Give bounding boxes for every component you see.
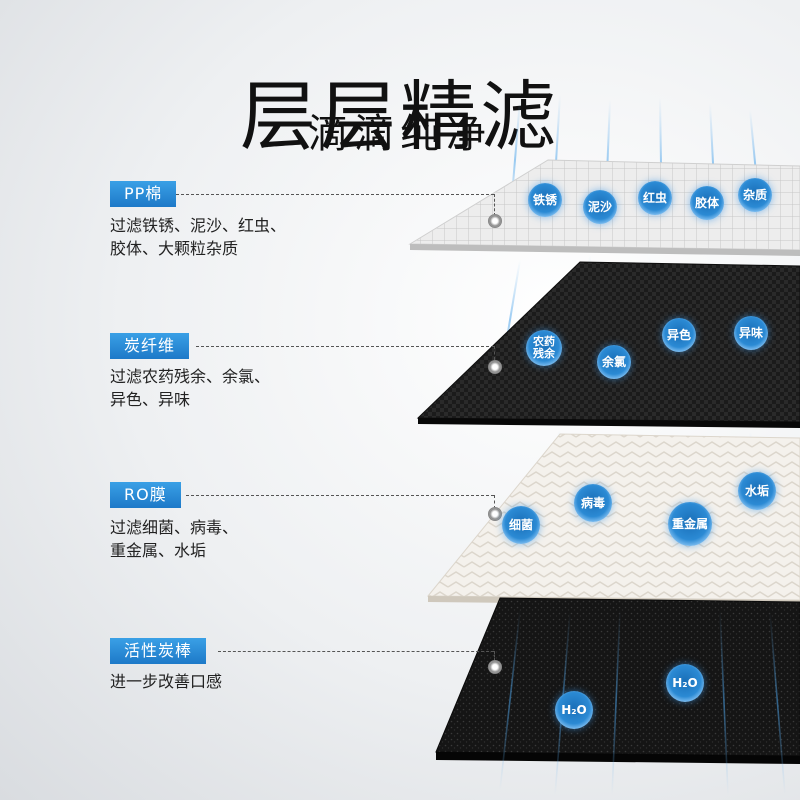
leader-line <box>494 495 495 509</box>
desc-line: 胶体、大颗粒杂质 <box>110 239 239 258</box>
contaminant-bubble: 病毒 <box>574 484 612 522</box>
leader-line <box>186 495 494 496</box>
leader-line <box>196 346 494 347</box>
leader-line <box>494 346 495 360</box>
contaminant-bubble: 余氯 <box>597 345 631 379</box>
desc-line: 过滤铁锈、泥沙、红虫、 <box>110 216 287 235</box>
desc-line: 异色、异味 <box>110 390 191 409</box>
layer-label-carbon-fiber: 炭纤维 <box>110 333 190 359</box>
leader-line <box>494 194 495 216</box>
desc-line: 重金属、水垢 <box>110 541 207 560</box>
layer-label-pp: PP棉 <box>110 181 177 207</box>
layer-desc-ro: 过滤细菌、病毒、 重金属、水垢 <box>110 516 330 562</box>
contaminant-bubble: 胶体 <box>690 186 724 220</box>
bubble-text: 农药残余 <box>533 335 555 360</box>
water-beams <box>499 609 786 796</box>
desc-line: 过滤农药残余、余氯、 <box>110 367 271 386</box>
contaminant-bubble: 农药残余 <box>526 330 562 366</box>
contaminant-bubble: 异味 <box>734 316 768 350</box>
layer-desc-pp: 过滤铁锈、泥沙、红虫、 胶体、大颗粒杂质 <box>110 214 330 260</box>
leader-line <box>176 194 494 195</box>
layer-pin <box>488 214 502 228</box>
contaminant-bubble: 红虫 <box>638 181 672 215</box>
layer-pin <box>488 660 502 674</box>
contaminant-bubble: 重金属 <box>668 502 712 546</box>
page-subtitle: 滴滴纯净 <box>308 111 492 157</box>
layer-desc-carbon-block: 进一步改善口感 <box>110 670 330 693</box>
page-title: 层层精滤 <box>240 71 560 161</box>
desc-line: 进一步改善口感 <box>110 672 223 691</box>
layer-label-ro: RO膜 <box>110 482 181 508</box>
layer-label-carbon-block: 活性炭棒 <box>110 638 207 664</box>
contaminant-bubble: 细菌 <box>502 506 540 544</box>
desc-line: 过滤细菌、病毒、 <box>110 518 239 537</box>
layer-pin <box>488 507 502 521</box>
contaminant-bubble: 泥沙 <box>583 190 617 224</box>
contaminant-bubble: 铁锈 <box>528 183 562 217</box>
contaminant-bubble: 水垢 <box>738 472 776 510</box>
contaminant-bubble: 杂质 <box>738 178 772 212</box>
activated-carbon-layer <box>435 597 800 757</box>
water-bubble: H₂O <box>555 691 593 729</box>
ro-membrane-layer <box>426 433 800 601</box>
contaminant-bubble: 异色 <box>662 318 696 352</box>
layer-pin <box>488 360 502 374</box>
carbon-fiber-layer <box>416 261 800 423</box>
leader-line <box>218 651 494 652</box>
layer-desc-carbon-fiber: 过滤农药残余、余氯、 异色、异味 <box>110 365 330 411</box>
water-bubble: H₂O <box>666 664 704 702</box>
leader-line <box>494 651 495 661</box>
